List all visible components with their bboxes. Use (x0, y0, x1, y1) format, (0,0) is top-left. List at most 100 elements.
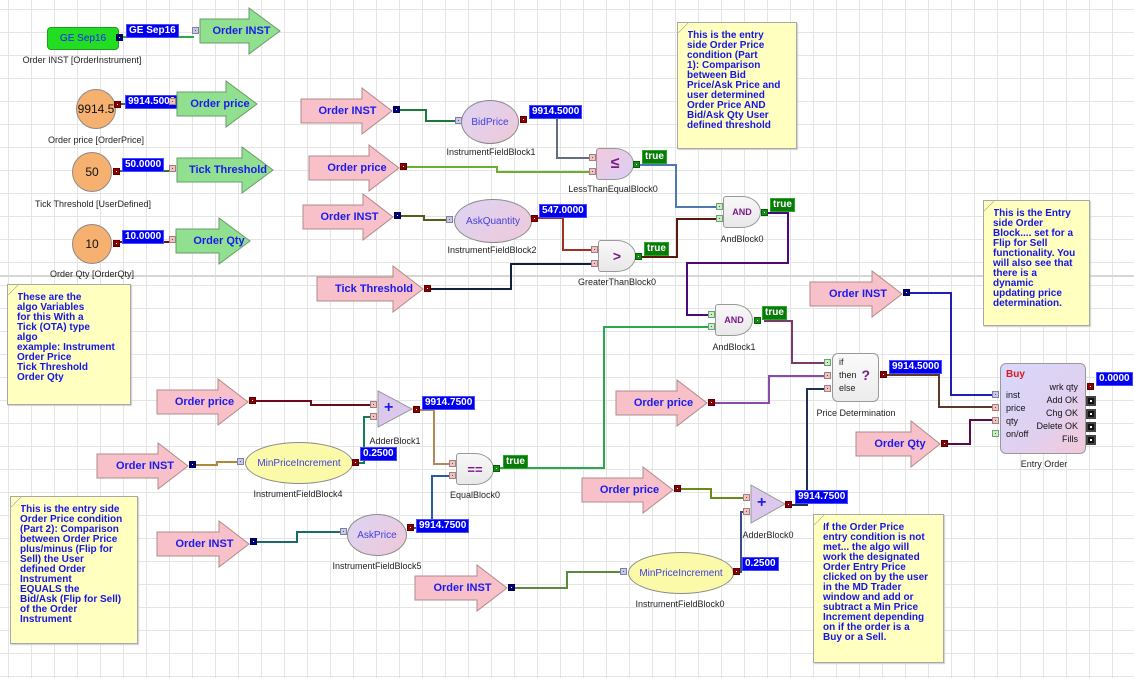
price-determination-block[interactable]: if then else ? (832, 353, 879, 402)
order-inst-import-arrow[interactable]: Order INST (156, 519, 250, 569)
output-port[interactable] (531, 215, 538, 222)
output-port[interactable] (250, 538, 257, 545)
output-port[interactable] (393, 106, 400, 113)
output-port[interactable] (761, 209, 768, 216)
input-port[interactable] (169, 98, 176, 105)
output-port[interactable] (708, 399, 715, 406)
input-port[interactable] (449, 472, 456, 479)
output-port[interactable] (424, 285, 431, 292)
order-qty-variable[interactable]: 10 (72, 224, 112, 264)
input-port[interactable] (743, 508, 750, 515)
order-inst-import-arrow[interactable]: Order INST (302, 192, 394, 242)
then-input-port[interactable] (824, 372, 831, 379)
output-port[interactable] (249, 397, 256, 404)
greater-than-gate[interactable]: > (598, 240, 636, 272)
input-port[interactable] (370, 413, 377, 420)
inst-input-port[interactable] (992, 391, 999, 398)
and-gate[interactable]: AND (723, 196, 761, 228)
output-port[interactable] (113, 240, 120, 247)
output-port[interactable] (508, 584, 515, 591)
output-port[interactable] (520, 116, 527, 123)
order-price-export-arrow[interactable]: Order price (176, 80, 258, 128)
input-port[interactable] (708, 323, 715, 330)
adder-block[interactable]: + (377, 390, 414, 428)
else-input-port[interactable] (824, 385, 831, 392)
order-inst-import-arrow[interactable]: Order INST (96, 441, 189, 491)
delete-ok-output-port[interactable] (1086, 422, 1096, 432)
order-inst-variable[interactable]: GE Sep16 (47, 27, 119, 50)
entry-order-block[interactable]: Buy inst price qty on/off wrk qty Add OK… (1000, 363, 1086, 454)
input-port[interactable] (589, 168, 596, 175)
input-port[interactable] (449, 460, 456, 467)
output-port[interactable] (407, 524, 414, 531)
output-port[interactable] (413, 406, 420, 413)
output-port[interactable] (400, 163, 407, 170)
output-port[interactable] (493, 465, 500, 472)
order-qty-export-arrow[interactable]: Order Qty (175, 217, 251, 265)
tick-threshold-export-arrow[interactable]: Tick Threshold (176, 146, 274, 194)
input-port[interactable] (192, 27, 199, 34)
ask-price-block[interactable]: AskPrice (347, 514, 407, 556)
output-port[interactable] (635, 253, 642, 260)
bid-price-block[interactable]: BidPrice (461, 100, 519, 144)
order-qty-import-arrow[interactable]: Order Qty (855, 419, 941, 469)
input-port[interactable] (340, 528, 347, 535)
tick-threshold-variable[interactable]: 50 (72, 152, 112, 192)
on-off-input-port[interactable] (992, 430, 999, 437)
input-port[interactable] (620, 568, 627, 575)
fills-output-port[interactable] (1086, 435, 1096, 445)
output-port[interactable] (754, 317, 761, 324)
min-price-increment-block[interactable]: MinPriceIncrement (245, 442, 353, 484)
equal-gate[interactable]: == (456, 453, 494, 485)
output-port[interactable] (880, 371, 887, 378)
input-port[interactable] (716, 215, 723, 222)
qty-input-port[interactable] (992, 417, 999, 424)
output-port[interactable] (352, 459, 359, 466)
and-gate[interactable]: AND (715, 304, 753, 336)
order-inst-export-arrow[interactable]: Order INST (199, 7, 281, 55)
chg-ok-output-port[interactable] (1086, 409, 1096, 419)
output-port[interactable] (113, 168, 120, 175)
min-price-increment-block[interactable]: MinPriceIncrement (628, 552, 734, 594)
order-price-variable[interactable]: 9914.5 (76, 89, 116, 129)
order-price-import-arrow[interactable]: Order price (156, 377, 249, 427)
order-price-import-arrow[interactable]: Order price (308, 143, 400, 193)
output-port[interactable] (941, 440, 948, 447)
adder-block[interactable]: + (750, 484, 787, 524)
order-inst-import-arrow[interactable]: Order INST (809, 269, 903, 319)
output-port[interactable] (116, 34, 123, 41)
ask-quantity-block[interactable]: AskQuantity (454, 199, 532, 243)
input-port[interactable] (708, 311, 715, 318)
tick-threshold-import-arrow[interactable]: Tick Threshold (316, 264, 424, 314)
order-price-import-arrow[interactable]: Order price (581, 465, 674, 515)
input-port[interactable] (591, 260, 598, 267)
less-than-equal-gate[interactable]: ≤ (596, 148, 634, 180)
input-port[interactable] (591, 246, 598, 253)
add-ok-output-port[interactable] (1086, 396, 1096, 406)
input-port[interactable] (716, 203, 723, 210)
order-inst-import-arrow[interactable]: Order INST (414, 563, 508, 613)
output-port[interactable] (633, 161, 640, 168)
input-port[interactable] (743, 494, 750, 501)
output-port[interactable] (903, 289, 910, 296)
output-port[interactable] (733, 568, 740, 575)
output-port[interactable] (785, 501, 792, 508)
price-input-port[interactable] (992, 404, 999, 411)
input-port[interactable] (237, 458, 244, 465)
output-port[interactable] (394, 212, 401, 219)
input-port[interactable] (169, 165, 176, 172)
order-price-import-arrow[interactable]: Order price (615, 378, 708, 428)
input-port[interactable] (589, 154, 596, 161)
output-port[interactable] (114, 101, 121, 108)
input-port[interactable] (370, 401, 377, 408)
wrk-qty-output-port[interactable] (1087, 383, 1094, 390)
order-inst-import-arrow[interactable]: Order INST (300, 86, 393, 136)
input-port[interactable] (446, 216, 453, 223)
if-input-port[interactable] (824, 359, 831, 366)
output-port[interactable] (674, 485, 681, 492)
